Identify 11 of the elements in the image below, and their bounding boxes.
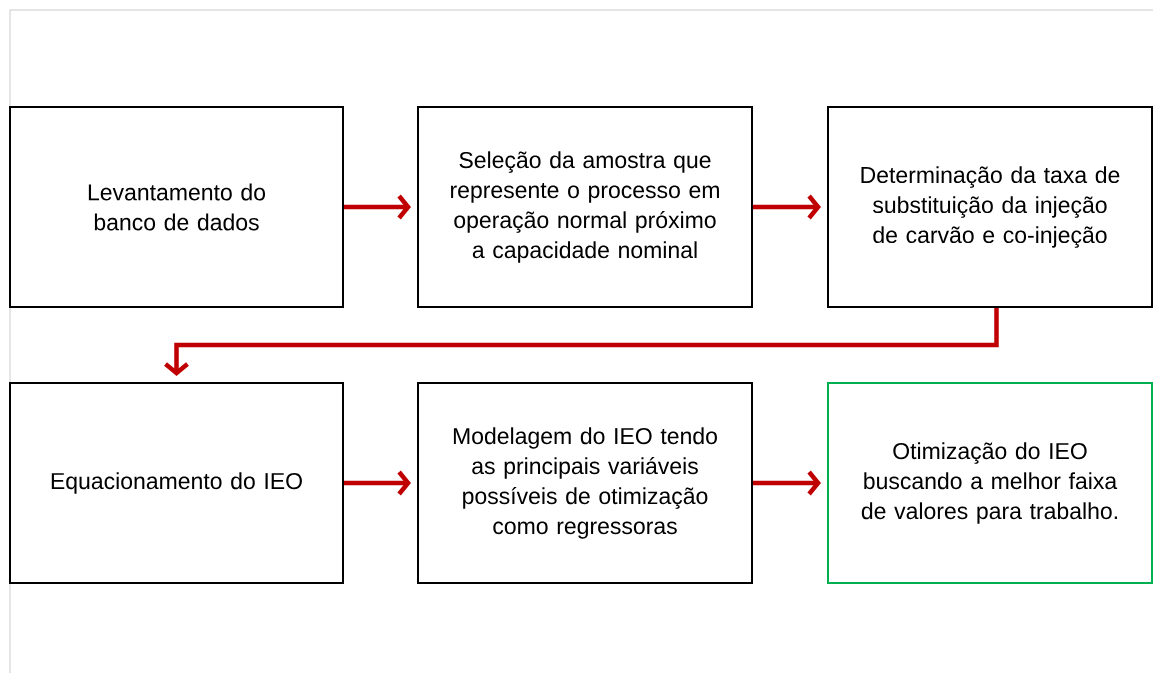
process-box: Levantamento do banco de dados [9,106,344,308]
process-box: Determinação da taxa de substituição da injeção de carvão e co-injeção [827,106,1153,308]
arrow [753,194,821,220]
arrow [164,308,999,376]
process-box: Modelagem do IEO tendo as principais variáveis possíveis de otimização como regressoras [417,382,753,584]
process-box: Equacionamento do IEO [9,382,344,584]
process-box: Otimização do IEO buscando a melhor faixa de valores para trabalho. [827,382,1153,584]
arrow [344,470,411,496]
arrow [753,470,821,496]
process-box: Seleção da amostra que represente o processo em operação normal próximo a capacidade nominal [417,106,753,308]
arrow [344,194,411,220]
